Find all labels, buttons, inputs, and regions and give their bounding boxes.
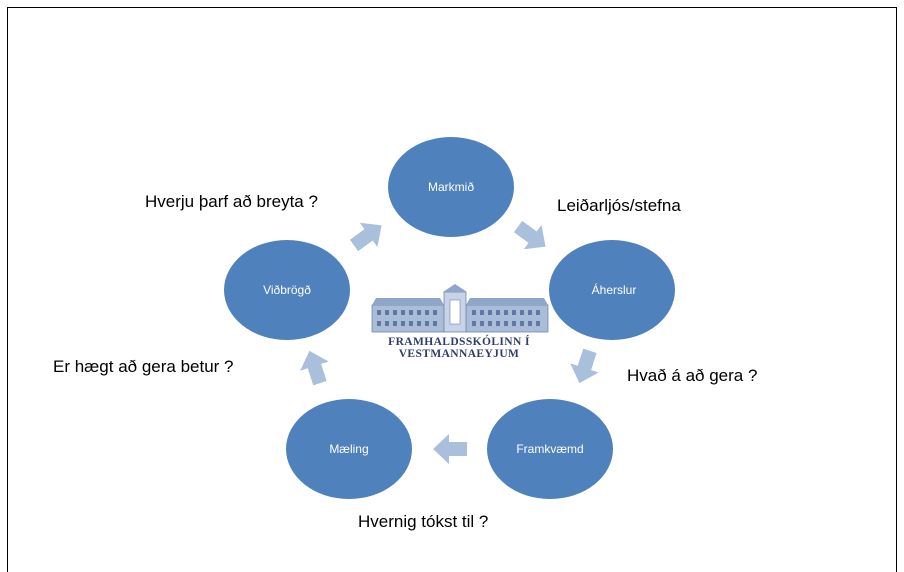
- annotation-hvad-a-ad-gera: Hvað á að gera ?: [627, 366, 758, 385]
- annotation-hvernig-tokst: Hvernig tókst til ?: [358, 512, 489, 531]
- arrow-aherslur-to-framkvaemd: [570, 348, 599, 384]
- arrow-maeling-to-vidbrogd: [300, 350, 329, 386]
- node-vidbrogd: Viðbrögð: [224, 240, 350, 340]
- logo-line-2: VESTMANNAEYJUM: [399, 348, 520, 360]
- node-maeling-label: Mæling: [329, 442, 368, 456]
- arrow-framkvaemd-to-maeling: [433, 434, 467, 464]
- node-maeling: Mæling: [286, 399, 412, 499]
- node-aherslur: Áherslur: [549, 240, 675, 340]
- diagram-frame: [7, 7, 897, 572]
- node-vidbrogd-label: Viðbrögð: [263, 283, 311, 297]
- arrow-markmid-to-aherslur: [513, 220, 546, 250]
- node-framkvaemd-label: Framkvæmd: [516, 442, 583, 456]
- logo-line-1: FRAMHALDSSKÓLINN Í: [388, 334, 530, 348]
- node-aherslur-label: Áherslur: [592, 282, 637, 297]
- school-logo: FRAMHALDSSKÓLINN Í VESTMANNAEYJUM: [371, 284, 549, 360]
- annotation-leidarljos: Leiðarljós/stefna: [557, 196, 681, 215]
- school-building-icon: [371, 284, 549, 333]
- arrow-vidbrogd-to-markmid: [349, 222, 382, 252]
- node-framkvaemd: Framkvæmd: [487, 399, 613, 499]
- annotation-er-haegt: Er hægt að gera betur ?: [53, 357, 234, 376]
- node-markmid: Markmið: [388, 137, 514, 237]
- annotation-hverju-tharf: Hverju þarf að breyta ?: [145, 192, 318, 211]
- node-markmid-label: Markmið: [428, 180, 474, 194]
